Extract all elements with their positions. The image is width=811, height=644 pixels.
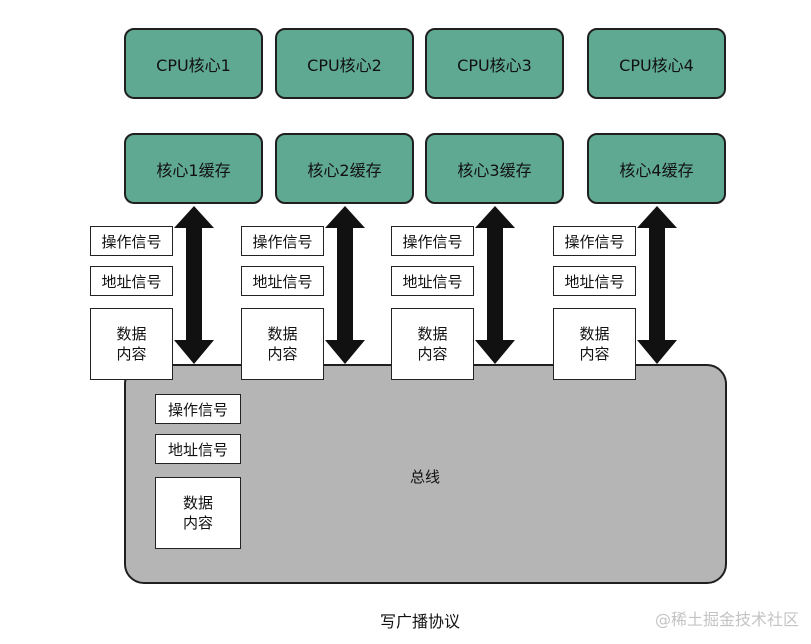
cpu-core-2: CPU核心2: [275, 28, 414, 99]
arrow-cache-1: [174, 206, 214, 364]
data-content-2: 数据 内容: [241, 308, 324, 380]
core-cache-1: 核心1缓存: [124, 133, 263, 204]
operation-signal-2: 操作信号: [241, 226, 324, 256]
operation-signal-4: 操作信号: [553, 226, 636, 256]
arrow-cache-3: [475, 206, 515, 364]
core-cache-3: 核心3缓存: [425, 133, 564, 204]
data-content-1: 数据 内容: [90, 308, 173, 380]
bus-operation-signal: 操作信号: [155, 394, 241, 424]
data-content-3: 数据 内容: [391, 308, 474, 380]
cpu-core-4: CPU核心4: [587, 28, 726, 99]
data-content-4: 数据 内容: [553, 308, 636, 380]
address-signal-4: 地址信号: [553, 266, 636, 296]
operation-signal-1: 操作信号: [90, 226, 173, 256]
arrow-cache-4: [637, 206, 677, 364]
diagram-caption: 写广播协议: [379, 612, 460, 631]
bus-label: 总线: [409, 468, 440, 486]
cpu-core-1: CPU核心1: [124, 28, 263, 99]
operation-signal-3: 操作信号: [391, 226, 474, 256]
address-signal-2: 地址信号: [241, 266, 324, 296]
address-signal-1: 地址信号: [90, 266, 173, 296]
bus-address-signal: 地址信号: [155, 434, 241, 464]
cpu-core-3: CPU核心3: [425, 28, 564, 99]
watermark: @稀土掘金技术社区: [654, 610, 799, 629]
address-signal-3: 地址信号: [391, 266, 474, 296]
core-cache-2: 核心2缓存: [275, 133, 414, 204]
core-cache-4: 核心4缓存: [587, 133, 726, 204]
bus-data-content: 数据 内容: [155, 477, 241, 549]
arrow-cache-2: [325, 206, 365, 364]
